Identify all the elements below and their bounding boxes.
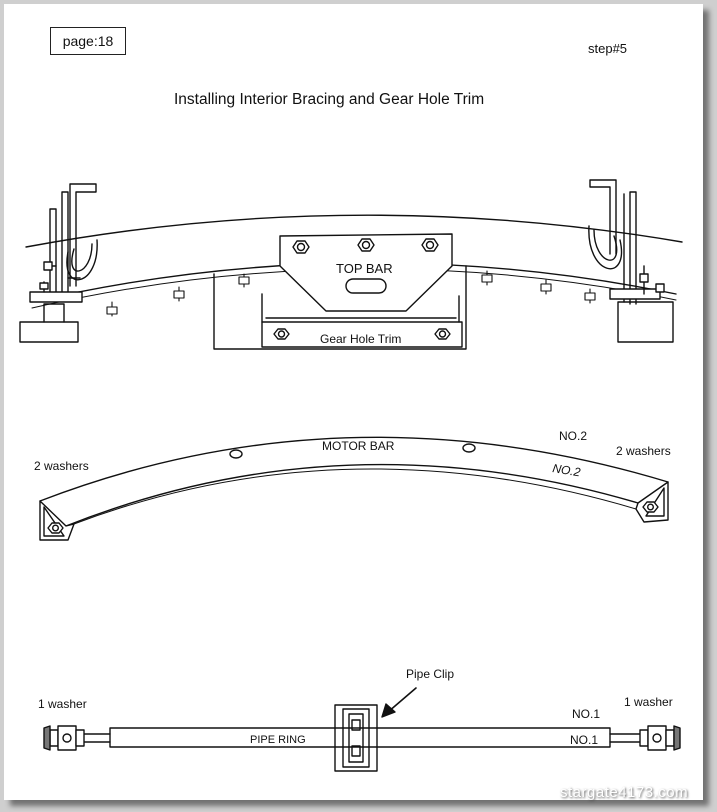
motor-bar-body: [39, 436, 669, 541]
gear-hole-trim-label: Gear Hole Trim: [320, 332, 401, 346]
top-bar-label: TOP BAR: [336, 261, 393, 276]
page-title: Installing Interior Bracing and Gear Hol…: [174, 91, 485, 108]
site-watermark: stargate4173.com: [560, 784, 689, 801]
left-washers-label: 2 washers: [34, 459, 89, 473]
pipe-ring-diagram: Pipe Clip PIPE RING NO.1 NO.1 1 washer 1…: [38, 667, 681, 772]
right-washer-label: 1 washer: [624, 695, 673, 709]
page-number-box: page:18: [50, 27, 126, 55]
step-label: step#5: [588, 41, 628, 56]
top-bracing-diagram: TOP BAR Gear Hole Trim: [19, 179, 683, 350]
top-bar-bolt-1: [292, 240, 310, 254]
pipe-end-right: [639, 725, 681, 751]
trim-bolt-left: [273, 328, 290, 340]
motor-bar-diagram: MOTOR BAR NO.2 NO.2 2 washers 2 washers: [34, 429, 671, 541]
top-bar-plate: [279, 233, 453, 312]
assembly-diagram: TOP BAR Gear Hole Trim: [19, 179, 683, 772]
pipe-end-left: [43, 725, 85, 751]
no2-label-top: NO.2: [559, 429, 587, 443]
instruction-sheet: page:18 step#5 Installing Interior Braci…: [4, 4, 703, 800]
left-washer-label: 1 washer: [38, 697, 87, 711]
pipe-clip-label: Pipe Clip: [406, 667, 454, 681]
trim-bolt-right: [434, 328, 451, 340]
top-bar-bolt-2: [357, 238, 375, 252]
motor-bar-label: MOTOR BAR: [322, 439, 395, 453]
pipe-clip-arrow: [381, 687, 417, 718]
no1-label-top: NO.1: [572, 707, 600, 721]
no2-label-inner: NO.2: [552, 461, 582, 479]
motor-bar-nut-left: [47, 522, 64, 534]
motor-bar-nut-right: [642, 501, 659, 513]
right-washers-label: 2 washers: [616, 444, 671, 458]
bar-bolts: [106, 270, 596, 317]
no1-label-bar: NO.1: [570, 733, 598, 747]
pipe-ring-label: PIPE RING: [250, 734, 306, 746]
right-wall-bracket: [588, 179, 674, 343]
top-bar-bolt-3: [421, 238, 439, 252]
gear-hole-trim-frame: [213, 265, 467, 350]
pipe-clip: [334, 704, 378, 772]
left-wall-bracket: [19, 183, 98, 343]
